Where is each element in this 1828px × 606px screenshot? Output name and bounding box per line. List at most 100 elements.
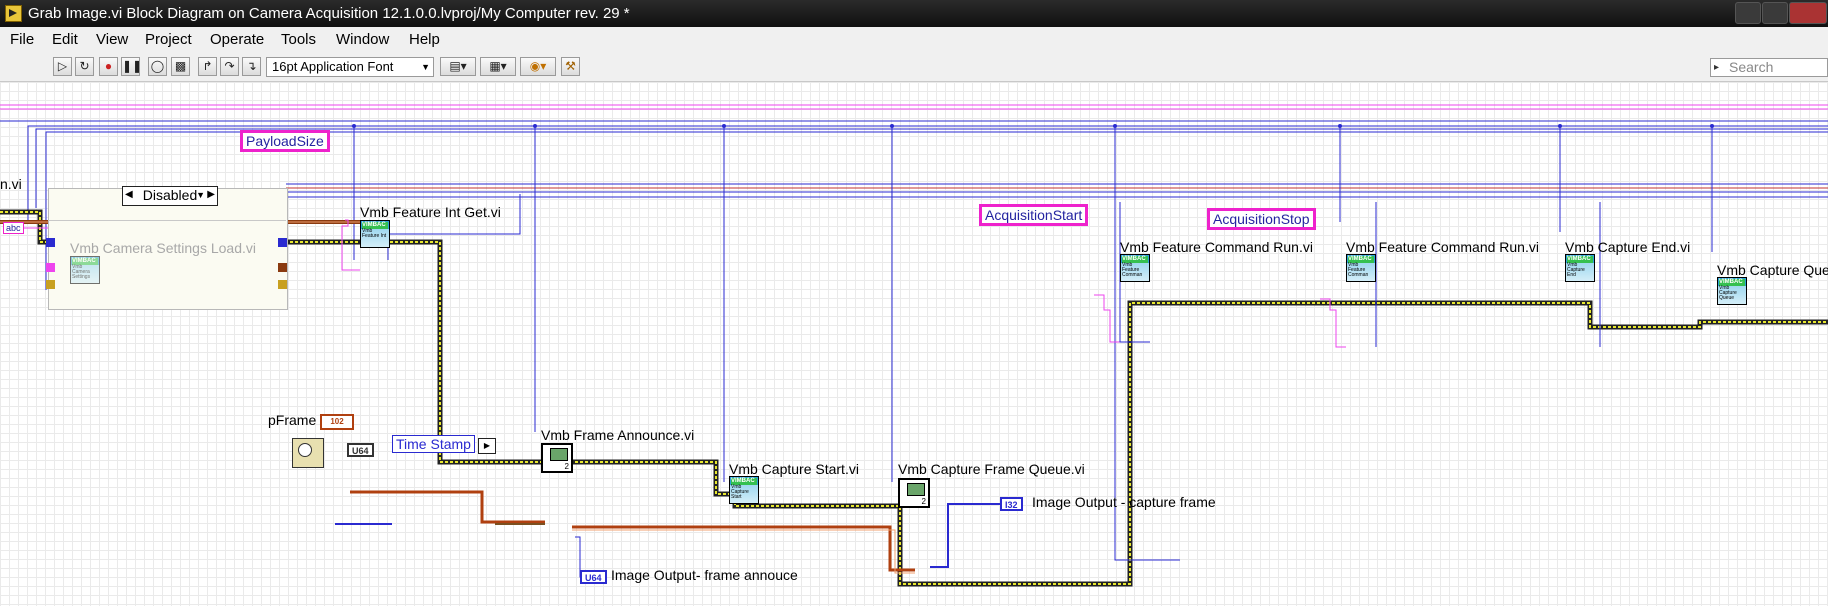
window-title: Grab Image.vi Block Diagram on Camera Ac…: [28, 5, 630, 22]
labview-app-icon: [5, 5, 22, 22]
menu-help[interactable]: Help: [409, 31, 440, 48]
cleanup-diagram-icon[interactable]: ⚒: [561, 57, 580, 76]
string-wire: [1320, 298, 1346, 348]
pframe-control[interactable]: 102: [320, 414, 354, 430]
frame-wire-inner: [572, 529, 915, 574]
partial-subvi-label: n.vi: [0, 176, 22, 192]
tunnel-terminal: [278, 238, 287, 247]
wire: [45, 131, 1828, 290]
menu-operate[interactable]: Operate: [210, 31, 265, 48]
menu-view[interactable]: View: [96, 31, 129, 48]
menu-project[interactable]: Project: [145, 31, 192, 48]
run-arrow-icon[interactable]: ▷: [53, 57, 72, 76]
node-count: 2: [921, 497, 926, 506]
capture-frame-queue-node[interactable]: 2: [898, 478, 930, 508]
frame-wire: [572, 525, 915, 572]
wire: [27, 125, 1828, 222]
wire: [35, 128, 1828, 208]
tunnel-terminal: [278, 280, 287, 289]
align-objects-icon[interactable]: ▤▾: [440, 57, 476, 76]
timestamp-function-icon[interactable]: [292, 438, 324, 468]
acquisition-start-constant[interactable]: AcquisitionStart: [979, 204, 1089, 226]
case-selector[interactable]: ◀ Disabled ▼ ▶: [122, 186, 218, 206]
image-output-capture-label: Image Output - capture frame: [1032, 494, 1216, 510]
wire-junctions: [352, 124, 1714, 128]
minimize-button[interactable]: [1735, 2, 1761, 24]
subvi-label-capture-queue: Vmb Capture Que: [1717, 262, 1828, 278]
step-out-icon[interactable]: ↴: [242, 57, 261, 76]
menu-tools[interactable]: Tools: [281, 31, 317, 48]
step-into-icon[interactable]: ↱: [198, 57, 217, 76]
string-wire: [341, 219, 360, 271]
run-continuously-icon[interactable]: ↻: [75, 57, 94, 76]
text-settings-select[interactable]: 16pt Application Font ▼: [266, 57, 434, 77]
close-button[interactable]: [1789, 2, 1827, 24]
text-settings-value: 16pt Application Font: [272, 59, 394, 74]
tunnel-terminal: [46, 280, 55, 289]
subvi-label-frame-announce: Vmb Frame Announce.vi: [541, 427, 695, 443]
case-selector-label: Disabled: [142, 187, 198, 203]
image-output-announce-label: Image Output- frame annouce: [611, 567, 798, 583]
abort-icon[interactable]: ●: [99, 57, 118, 76]
pframe-wire: [350, 490, 545, 524]
structure-divider: [48, 220, 286, 221]
u64-indicator[interactable]: U64: [580, 570, 607, 584]
block-diagram-canvas[interactable]: n.vi abc ◀ Disabled ▼ ▶ Vmb Camera Setti…: [0, 82, 1828, 606]
tunnel-terminal: [46, 263, 55, 272]
chevron-down-icon[interactable]: ▼: [196, 190, 205, 200]
menu-bar: File Edit View Project Operate Tools Win…: [0, 27, 1828, 52]
acquisition-stop-constant[interactable]: AcquisitionStop: [1207, 208, 1316, 230]
menu-window[interactable]: Window: [336, 31, 390, 48]
toolbar: ▷ ↻ ● ❚❚ ◯ ▩ ↱ ↷ ↴ 16pt Application Font…: [0, 52, 1828, 82]
wire: [1114, 462, 1180, 561]
clock-icon: [298, 443, 312, 457]
frame-announce-node[interactable]: 2: [541, 443, 573, 473]
subvi-label-capture-start: Vmb Capture Start.vi: [729, 461, 859, 477]
subvi-label-command-run-1: Vmb Feature Command Run.vi: [1120, 239, 1313, 255]
highlight-execution-icon[interactable]: ◯: [148, 57, 167, 76]
search-placeholder: Search: [1729, 59, 1774, 75]
subvi-label-capture-end: Vmb Capture End.vi: [1565, 239, 1691, 255]
tunnel-terminal: [278, 263, 287, 272]
increment-icon[interactable]: ▶: [207, 189, 215, 200]
menu-edit[interactable]: Edit: [52, 31, 78, 48]
wire: [1119, 202, 1150, 343]
time-stamp-unbundle[interactable]: Time Stamp: [392, 435, 475, 453]
retain-wire-values-icon[interactable]: ▩: [171, 57, 190, 76]
unbundle-terminal: ▶: [478, 438, 496, 454]
menu-file[interactable]: File: [10, 31, 35, 48]
payload-size-constant[interactable]: PayloadSize: [240, 130, 330, 152]
subvi-label-feature-int-get: Vmb Feature Int Get.vi: [360, 204, 501, 220]
search-icon: ▸: [1714, 62, 1720, 73]
i32-indicator[interactable]: I32: [1000, 497, 1023, 511]
search-input[interactable]: ▸ Search: [1710, 58, 1828, 77]
reorder-icon[interactable]: ◉▾: [520, 57, 556, 76]
node-count: 2: [564, 462, 569, 471]
wires-layer: [0, 104, 1828, 587]
title-bar: Grab Image.vi Block Diagram on Camera Ac…: [0, 0, 1828, 27]
wire: [930, 503, 1000, 568]
diagram-disable-structure[interactable]: [48, 188, 288, 310]
subvi-label-command-run-2: Vmb Feature Command Run.vi: [1346, 239, 1539, 255]
node-icon: [550, 448, 568, 461]
maximize-button[interactable]: [1762, 2, 1788, 24]
step-over-icon[interactable]: ↷: [220, 57, 239, 76]
distribute-objects-icon[interactable]: ▦▾: [480, 57, 516, 76]
pause-icon[interactable]: ❚❚: [121, 57, 142, 76]
subvi-label-capture-frame-queue: Vmb Capture Frame Queue.vi: [898, 461, 1085, 477]
abc-string-constant[interactable]: abc: [3, 222, 24, 234]
node-icon: [907, 483, 925, 496]
u64-constant[interactable]: U64: [347, 443, 374, 457]
decrement-icon[interactable]: ◀: [125, 189, 133, 200]
error-wire-inner: [0, 211, 1828, 585]
pframe-label: pFrame: [268, 412, 317, 428]
tunnel-terminal: [46, 238, 55, 247]
string-wire: [1094, 294, 1120, 343]
